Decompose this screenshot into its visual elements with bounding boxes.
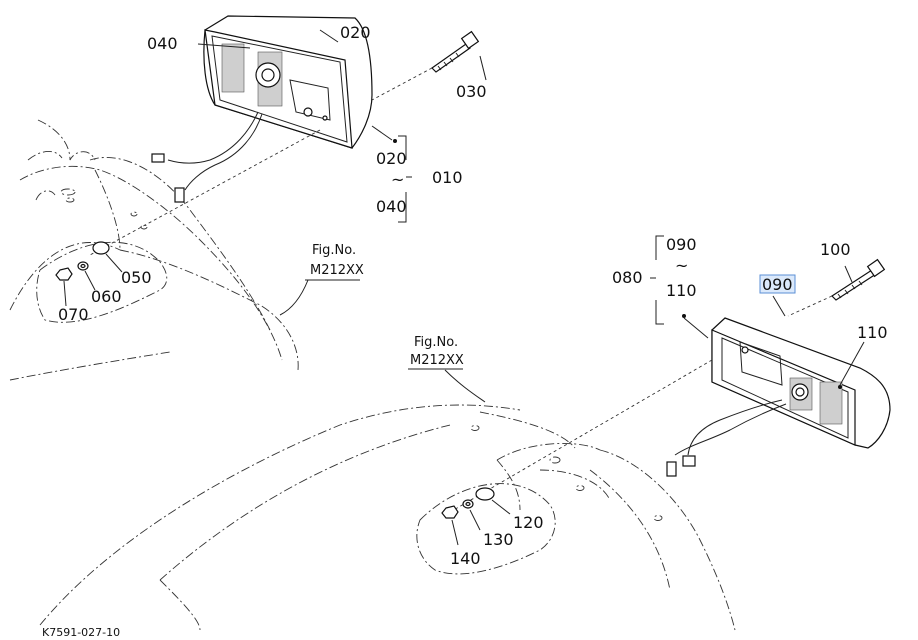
callout-070[interactable]: 070 bbox=[58, 305, 89, 324]
lower-bolt[interactable] bbox=[831, 258, 886, 301]
callout-050[interactable]: 050 bbox=[121, 268, 152, 287]
callout-060[interactable]: 060 bbox=[91, 287, 122, 306]
fig-ref-upper-line1: Fig.No. bbox=[312, 243, 356, 258]
callout-130[interactable]: 130 bbox=[483, 530, 514, 549]
diagram-code: K7591-027-10 bbox=[42, 626, 120, 639]
range-tilde-upper: ~ bbox=[391, 170, 404, 189]
lower-hardware-group bbox=[416, 483, 556, 575]
upper-bolt[interactable] bbox=[431, 30, 480, 73]
fig-ref-lower-line2[interactable]: M212XX bbox=[410, 353, 464, 368]
callout-020-range-start[interactable]: 020 bbox=[376, 149, 407, 168]
callout-040-range-end[interactable]: 040 bbox=[376, 197, 407, 216]
upper-harness bbox=[151, 111, 263, 203]
callout-110-range-end[interactable]: 110 bbox=[666, 281, 697, 300]
callout-020-top[interactable]: 020 bbox=[340, 23, 371, 42]
upper-lamp-assembly[interactable] bbox=[203, 15, 373, 149]
lower-harness bbox=[666, 399, 787, 477]
callout-110[interactable]: 110 bbox=[857, 323, 888, 342]
nut-070[interactable] bbox=[55, 267, 73, 281]
range-tilde-lower: ~ bbox=[675, 256, 688, 275]
lower-lamp-assembly[interactable] bbox=[711, 317, 891, 449]
callout-010[interactable]: 010 bbox=[432, 168, 463, 187]
washer-120[interactable] bbox=[475, 487, 495, 501]
callout-030[interactable]: 030 bbox=[456, 82, 487, 101]
nut-140[interactable] bbox=[441, 505, 459, 519]
callout-140[interactable]: 140 bbox=[450, 549, 481, 568]
fig-ref-upper-line2[interactable]: M212XX bbox=[310, 263, 364, 278]
lower-leader-lines bbox=[444, 235, 865, 516]
callout-040-top[interactable]: 040 bbox=[147, 34, 178, 53]
upper-hardware-group bbox=[36, 241, 168, 323]
callout-100[interactable]: 100 bbox=[820, 240, 851, 259]
washer-050[interactable] bbox=[92, 241, 110, 255]
upper-leader-lines bbox=[89, 29, 487, 256]
lower-fender-outline bbox=[39, 404, 736, 631]
fig-ref-lower-line1: Fig.No. bbox=[414, 335, 458, 350]
callout-080[interactable]: 080 bbox=[612, 268, 643, 287]
highlight-box-090 bbox=[759, 274, 796, 294]
callout-090-highlighted[interactable]: 090 bbox=[762, 275, 793, 294]
callout-120[interactable]: 120 bbox=[513, 513, 544, 532]
callout-090-range-start[interactable]: 090 bbox=[666, 235, 697, 254]
fig-ref-leaders bbox=[279, 279, 486, 403]
